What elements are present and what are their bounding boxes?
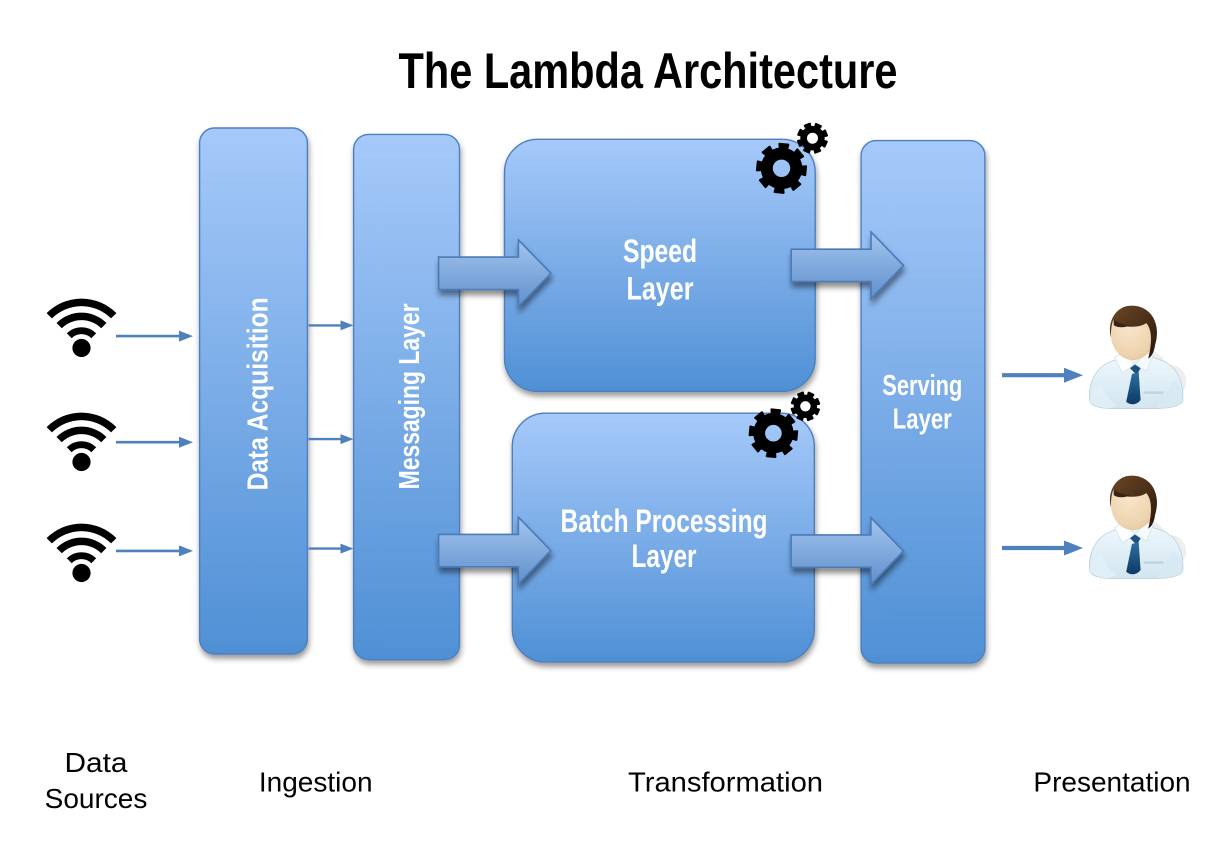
svg-text:Serving: Serving xyxy=(882,370,962,402)
svg-text:Ingestion: Ingestion xyxy=(259,767,373,798)
svg-text:Sources: Sources xyxy=(45,783,148,814)
svg-text:Transformation: Transformation xyxy=(628,767,823,798)
svg-text:Layer: Layer xyxy=(893,404,952,436)
svg-text:Presentation: Presentation xyxy=(1033,767,1190,798)
svg-text:Layer: Layer xyxy=(627,271,694,307)
svg-text:Data: Data xyxy=(65,747,128,778)
svg-text:The Lambda Architecture: The Lambda Architecture xyxy=(399,43,898,99)
svg-text:Data Acquisition: Data Acquisition xyxy=(242,297,274,490)
svg-text:Speed: Speed xyxy=(623,233,697,269)
svg-text:Layer: Layer xyxy=(632,538,697,574)
svg-text:Batch Processing: Batch Processing xyxy=(561,503,768,539)
svg-text:Messaging Layer: Messaging Layer xyxy=(394,303,426,489)
